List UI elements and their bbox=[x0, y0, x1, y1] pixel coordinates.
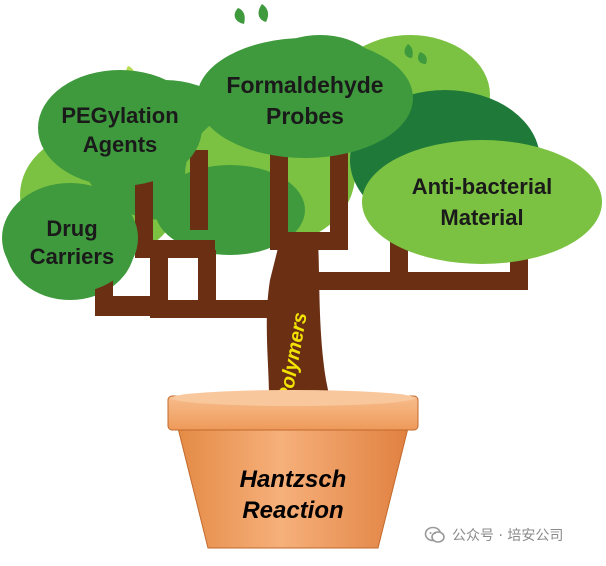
pot-label-line2: Reaction bbox=[242, 497, 343, 524]
leaf-formaldehyde-line2: Probes bbox=[266, 103, 344, 129]
leaf-formaldehyde-line1: Formaldehyde bbox=[226, 72, 383, 98]
leaf-drug-carriers: Drug Carriers bbox=[2, 183, 138, 293]
leaf-drug-line2: Carriers bbox=[30, 244, 114, 269]
leaf-antibacterial-material: Anti-bacterial Material bbox=[362, 140, 602, 264]
leaf-pegylation-line2: Agents bbox=[83, 132, 158, 157]
watermark: 公众号 · 培安公司 bbox=[424, 522, 563, 548]
flower-pot: Hantzsch Reaction bbox=[167, 390, 419, 549]
leaf-antibacterial-line1: Anti-bacterial bbox=[412, 174, 553, 199]
watermark-text: 公众号 · 培安公司 bbox=[452, 528, 564, 544]
leaf-antibacterial-line2: Material bbox=[440, 205, 523, 230]
leaf-formaldehyde-probes: Formaldehyde Probes bbox=[197, 38, 413, 158]
leaf-pegylation-line1: PEGylation bbox=[61, 103, 178, 128]
leaf-pegylation-agents: PEGylation Agents bbox=[38, 70, 202, 186]
leaf-drug-line1: Drug bbox=[46, 216, 97, 241]
pot-label-line1: Hantzsch bbox=[240, 466, 347, 493]
wechat-icon bbox=[424, 526, 445, 543]
